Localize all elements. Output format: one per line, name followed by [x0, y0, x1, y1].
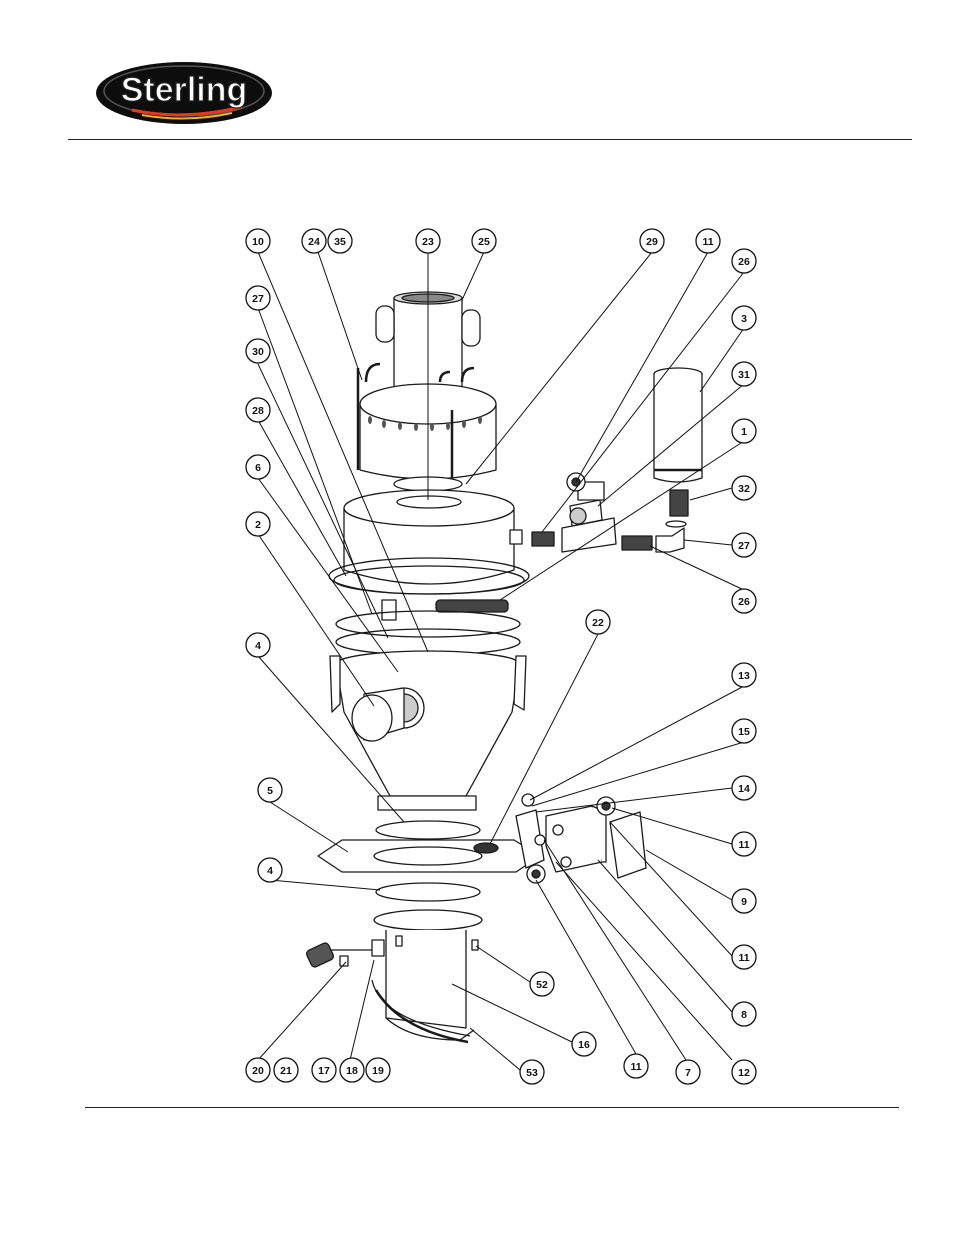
callout-2: 2	[246, 512, 270, 536]
callout-28: 28	[246, 398, 270, 422]
callout-number: 9	[741, 896, 747, 908]
callout-number: 26	[738, 256, 750, 268]
callout-20: 20	[246, 1058, 270, 1082]
nipple-fitting	[670, 490, 688, 516]
callout-number: 15	[738, 726, 750, 738]
motor-assembly	[358, 292, 496, 479]
callout-10: 10	[246, 229, 270, 253]
callout-number: 27	[738, 540, 750, 552]
callout-number: 1	[741, 426, 747, 438]
callout-11: 11	[624, 1054, 648, 1078]
callout-31: 31	[732, 362, 756, 386]
callout-number: 22	[592, 617, 604, 629]
callout-number: 53	[526, 1067, 538, 1079]
callout-number: 3	[741, 313, 747, 325]
callout-number: 11	[738, 839, 749, 851]
callout-number: 6	[255, 462, 261, 474]
callout-number: 19	[372, 1065, 384, 1077]
callout-15: 15	[732, 719, 756, 743]
vacuum-hose	[436, 600, 508, 612]
valve-nipple-right	[622, 536, 652, 550]
callout-number: 5	[267, 785, 273, 797]
callout-number: 30	[252, 346, 264, 358]
valve-nipple-left	[532, 532, 554, 546]
callout-6: 6	[246, 455, 270, 479]
callout-13: 13	[732, 663, 756, 687]
callout-number: 4	[255, 640, 261, 652]
callout-number: 31	[738, 369, 750, 381]
callout-5: 5	[258, 778, 282, 802]
callout-11: 11	[732, 945, 756, 969]
callout-4: 4	[246, 633, 270, 657]
callout-number: 27	[252, 293, 264, 305]
callout-number: 18	[346, 1065, 358, 1077]
callout-17: 17	[312, 1058, 336, 1082]
callout-53: 53	[520, 1060, 544, 1084]
callout-number: 35	[334, 236, 346, 248]
callout-number: 8	[741, 1009, 747, 1021]
callout-number: 7	[685, 1067, 691, 1079]
control-box	[546, 806, 606, 872]
mounting-plate	[318, 840, 540, 872]
callout-number: 24	[308, 236, 320, 248]
callout-number: 10	[252, 236, 264, 248]
callout-26: 26	[732, 249, 756, 273]
callout-number: 11	[702, 236, 713, 248]
callout-number: 2	[255, 519, 261, 531]
callout-25: 25	[472, 229, 496, 253]
callout-number: 28	[252, 405, 264, 417]
callout-32: 32	[732, 476, 756, 500]
callout-number: 16	[578, 1039, 590, 1051]
callout-11: 11	[732, 832, 756, 856]
callout-number: 29	[646, 236, 658, 248]
callout-52: 52	[530, 972, 554, 996]
lid-elbow	[382, 600, 396, 620]
callout-number: 4	[267, 865, 273, 877]
valve-elbow	[656, 528, 684, 552]
callout-16: 16	[572, 1032, 596, 1056]
discharge-tube	[372, 910, 482, 1042]
callout-number: 21	[280, 1065, 292, 1077]
callout-19: 19	[366, 1058, 390, 1082]
callout-23: 23	[416, 229, 440, 253]
callout-27: 27	[246, 286, 270, 310]
callout-number: 26	[738, 596, 750, 608]
callout-21: 21	[274, 1058, 298, 1082]
callout-number: 20	[252, 1065, 264, 1077]
flange-gasket-upper	[376, 821, 480, 839]
callout-1: 1	[732, 419, 756, 443]
callout-number: 14	[738, 783, 750, 795]
callout-number: 52	[536, 979, 548, 991]
callout-29: 29	[640, 229, 664, 253]
callout-number: 17	[318, 1065, 330, 1077]
callout-30: 30	[246, 339, 270, 363]
solenoid-valve	[562, 473, 616, 552]
callout-12: 12	[732, 1060, 756, 1084]
box-cover	[610, 812, 646, 878]
callout-3: 3	[732, 306, 756, 330]
callout-9: 9	[732, 889, 756, 913]
callout-27: 27	[732, 533, 756, 557]
callout-number: 25	[478, 236, 490, 248]
callout-26: 26	[732, 589, 756, 613]
callout-14: 14	[732, 776, 756, 800]
callout-8: 8	[732, 1002, 756, 1026]
callout-number: 11	[630, 1061, 641, 1073]
callout-18: 18	[340, 1058, 364, 1082]
callout-number: 23	[422, 236, 434, 248]
callout-number: 12	[738, 1067, 750, 1079]
callout-22: 22	[586, 610, 610, 634]
callout-number: 11	[738, 952, 749, 964]
callout-4: 4	[258, 858, 282, 882]
flange-gasket-lower	[376, 883, 480, 901]
callout-24: 24	[302, 229, 326, 253]
callout-7: 7	[676, 1060, 700, 1084]
callout-35: 35	[328, 229, 352, 253]
callout-11: 11	[696, 229, 720, 253]
callout-number: 32	[738, 483, 750, 495]
callout-number: 13	[738, 670, 750, 682]
